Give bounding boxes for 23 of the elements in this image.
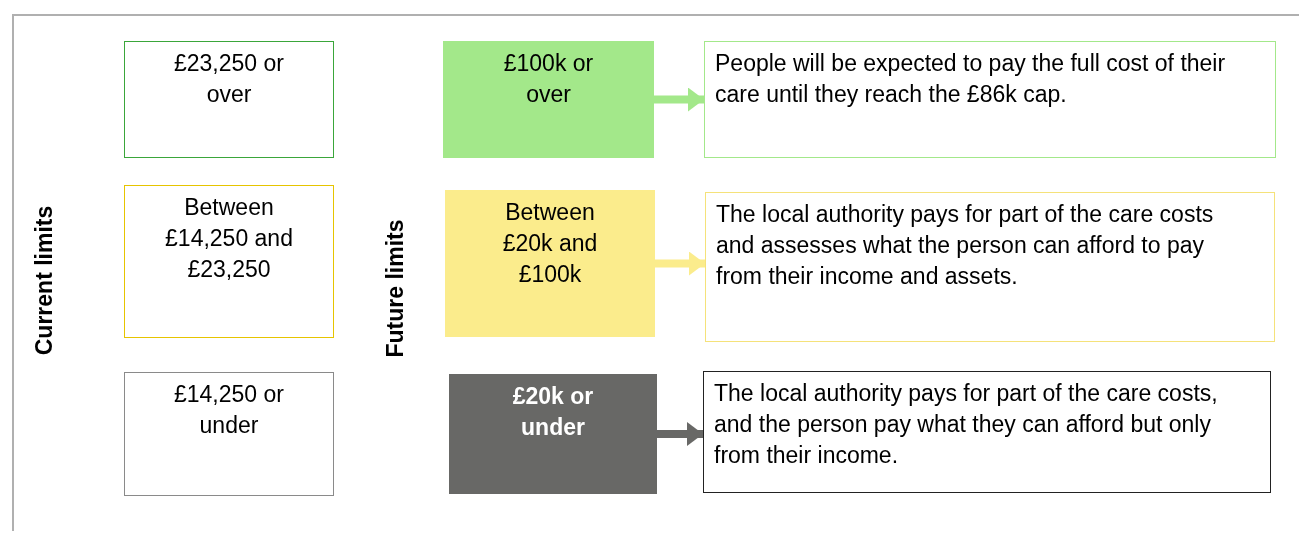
description-box	[704, 41, 1276, 158]
limit-text: £14,250 or under	[173, 380, 285, 440]
limit-box	[124, 185, 334, 338]
arrow	[655, 251, 705, 276]
axis-heading: Future limits	[381, 219, 409, 357]
limit-box	[449, 374, 657, 494]
description-box	[703, 371, 1271, 493]
description-text: The local authority pays for part of the care costs and assesses what the person can afford to pay from their income and assets.	[716, 200, 1215, 291]
description-box	[705, 192, 1275, 342]
axis-heading: Current limits	[31, 205, 59, 355]
limit-text: £20k or under	[511, 382, 595, 442]
limit-text: Between £14,250 and £23,250	[164, 193, 294, 284]
limit-box	[124, 41, 334, 158]
arrow	[657, 422, 703, 446]
limit-box	[445, 190, 655, 337]
description-text: People will be expected to pay the full cost of their care until they reach the £86k cap.	[715, 49, 1227, 109]
limit-text: £23,250 or over	[173, 49, 285, 109]
limit-text: Between £20k and £100k	[501, 198, 599, 289]
limit-box	[124, 372, 334, 496]
limit-box	[443, 41, 654, 158]
arrow	[654, 87, 704, 112]
limit-text: £100k or over	[502, 49, 595, 109]
description-text: The local authority pays for part of the care costs, and the person pay what they can afford but only from their income.	[714, 379, 1219, 470]
